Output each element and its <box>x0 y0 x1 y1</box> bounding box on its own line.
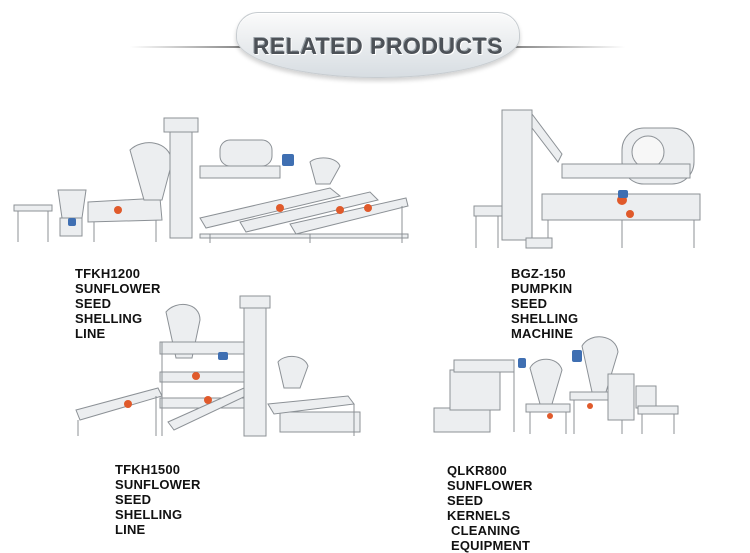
banner-title: RELATED PRODUCTS <box>252 33 504 59</box>
kernel-cleaning-equipment-image[interactable] <box>430 330 680 440</box>
related-products-banner: RELATED PRODUCTS <box>0 8 750 88</box>
banner-divider-right <box>505 46 625 48</box>
product-title-line2: CLEANING EQUIPMENT <box>451 523 531 553</box>
product-title-line2: SEED SHELLING LINE <box>115 492 183 537</box>
product-title-qlkr800[interactable]: QLKR800 SUNFLOWER SEED KERNELS CLEANING … <box>447 463 533 553</box>
shelling-line-image[interactable] <box>10 110 410 245</box>
banner-divider-left <box>130 46 250 48</box>
banner-tab: RELATED PRODUCTS <box>236 12 520 78</box>
product-title-bgz150[interactable]: BGZ-150 PUMPKIN SEED SHELLING MACHINE <box>511 266 578 341</box>
product-title-line1: TFKH1500 SUNFLOWER <box>115 462 201 492</box>
product-title-tfkh1200[interactable]: TFKH1200 SUNFLOWER SEED SHELLING LINE <box>75 266 161 341</box>
product-title-tfkh1500[interactable]: TFKH1500 SUNFLOWER SEED SHELLING LINE <box>115 462 201 537</box>
shelling-line-1500-image[interactable] <box>68 292 368 442</box>
product-title-line1: BGZ-150 PUMPKIN SEED <box>511 266 573 311</box>
product-title-line1: TFKH1200 SUNFLOWER SEED SHELLING LINE <box>75 266 161 341</box>
product-title-line2: SHELLING MACHINE <box>511 311 579 341</box>
product-title-line1: QLKR800 SUNFLOWER SEED KERNELS <box>447 463 533 523</box>
pumpkin-shelling-machine-image[interactable] <box>462 108 702 253</box>
